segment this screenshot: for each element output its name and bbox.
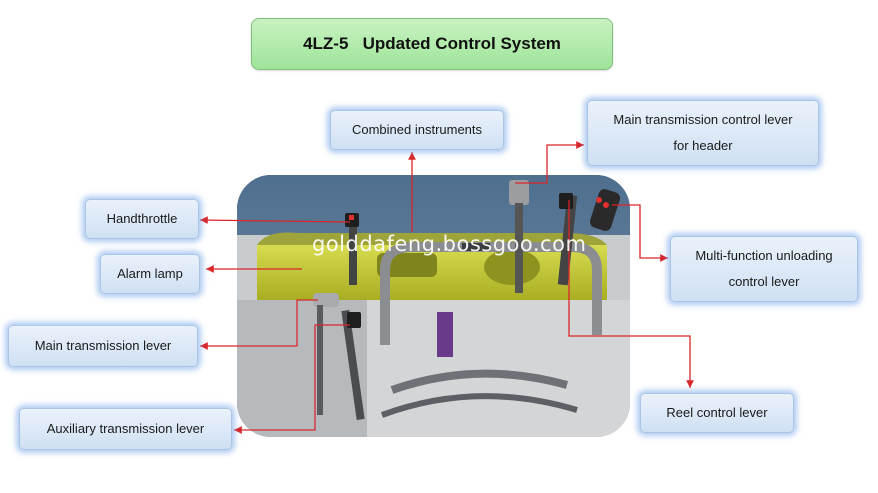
diagram-title: 4LZ-5 Updated Control System [251,18,613,70]
label-auxiliary-transmission-lever: Auxiliary transmission lever [19,408,232,450]
label-text: control lever [728,274,800,289]
label-text: Auxiliary transmission lever [46,421,205,436]
label-handthrottle: Handthrottle [85,199,199,239]
watermark-text: golddafeng.bossgoo.com [312,232,587,256]
label-reel-control-lever: Reel control lever [640,393,794,433]
label-main-transmission-header: Main transmission control lever for head… [587,100,819,166]
label-text: Main transmission lever [34,338,172,353]
label-text: Combined instruments [351,122,483,137]
label-combined-instruments: Combined instruments [330,110,504,150]
label-main-transmission-lever: Main transmission lever [8,325,198,367]
control-panel-image [237,175,630,437]
label-text: Reel control lever [666,405,768,420]
label-text: Main transmission control lever [613,112,793,127]
label-text: Alarm lamp [117,266,183,281]
label-text: Multi-function unloading [695,248,833,263]
label-alarm-lamp: Alarm lamp [100,254,200,294]
label-text: for header [673,138,733,153]
label-multifunction-unloading: Multi-function unloading control lever [670,236,858,302]
label-text: Handthrottle [106,211,178,226]
